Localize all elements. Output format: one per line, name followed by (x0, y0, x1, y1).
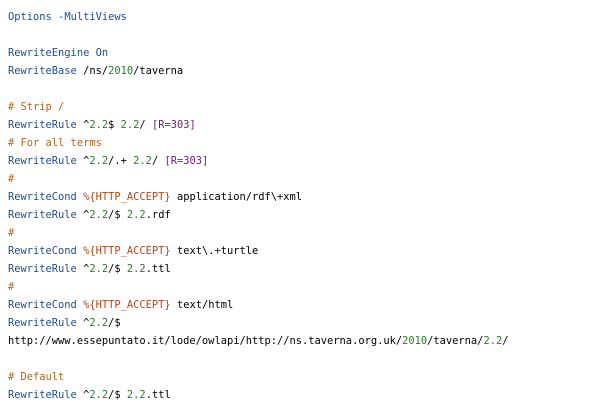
code-line: RewriteRule ^2.2/$ 2.2.ttl (8, 260, 509, 278)
code-line: RewriteEngine On (8, 44, 509, 62)
number-token: 2.2 (126, 209, 146, 221)
number-token: 2.2 (89, 209, 109, 221)
text-token: ^ (76, 389, 90, 401)
text-token: application/rdf\+xml (170, 191, 303, 203)
text-token: text\.+turtle (170, 245, 259, 257)
directive-token: RewriteRule (8, 209, 77, 221)
blank-line (8, 350, 509, 368)
code-line: RewriteCond %{HTTP_ACCEPT} application/r… (8, 188, 509, 206)
code-line: RewriteRule ^2.2/$ (8, 314, 509, 332)
text-token: /$ (108, 317, 121, 329)
directive-token: RewriteEngine (8, 47, 90, 59)
number-token: 2.2 (89, 155, 109, 167)
directive-token: RewriteRule (8, 263, 77, 275)
code-line: http://www.essepuntato.it/lode/owlapi/ht… (8, 332, 509, 350)
text-token: /.+ (108, 155, 134, 167)
directive-token: RewriteCond (8, 299, 77, 311)
directive-token: RewriteBase (8, 65, 77, 77)
text-token: text/html (170, 299, 234, 311)
text-token: .ttl (145, 263, 171, 275)
number-token: 2.2 (126, 389, 146, 401)
code-line: # (8, 278, 509, 296)
text-token: /taverna/ (427, 335, 484, 347)
text-token: / (139, 119, 152, 131)
text-token: /$ (108, 389, 127, 401)
directive-token: RewriteRule (8, 317, 77, 329)
comment-token: # (8, 173, 15, 185)
comment-token: # (8, 227, 15, 239)
comment-token: # (8, 281, 15, 293)
number-token: 2.2 (126, 263, 146, 275)
directive-token: -MultiViews (58, 11, 127, 23)
blank-line (8, 80, 509, 98)
text-token: /taverna (133, 65, 184, 77)
number-token: 2.2 (483, 335, 503, 347)
code-line: Options -MultiViews (8, 8, 509, 26)
flag-token: [R=303] (151, 119, 196, 131)
text-token: .ttl (145, 389, 171, 401)
number-token: 2.2 (89, 263, 109, 275)
text-token: ^ (76, 119, 90, 131)
text-token: / (502, 335, 509, 347)
variable-token: %{HTTP_ACCEPT} (83, 299, 171, 311)
number-token: 2.2 (89, 389, 109, 401)
code-line: RewriteRule ^2.2/.+ 2.2/ [R=303] (8, 152, 509, 170)
comment-token: # Strip / (8, 101, 65, 113)
text-token: http://www.essepuntato.it/lode/owlapi/ht… (8, 335, 403, 347)
directive-token: On (95, 47, 109, 59)
variable-token: %{HTTP_ACCEPT} (83, 191, 171, 203)
text-token: /ns/ (76, 65, 109, 77)
variable-token: %{HTTP_ACCEPT} (83, 245, 171, 257)
directive-token: Options (8, 11, 52, 23)
flag-token: [R=303] (164, 155, 209, 167)
text-token: ^ (76, 263, 90, 275)
directive-token: RewriteRule (8, 155, 77, 167)
number-token: 2.2 (133, 155, 152, 167)
number-token: 2.2 (89, 119, 109, 131)
directive-token: RewriteRule (8, 119, 77, 131)
number-token: 2010 (108, 65, 134, 77)
text-token: ^ (76, 209, 90, 221)
code-line: # Default (8, 368, 509, 386)
text-token: /$ (108, 263, 127, 275)
blank-line (8, 26, 509, 44)
code-line: # For all terms (8, 134, 509, 152)
code-line: RewriteCond %{HTTP_ACCEPT} text/html (8, 296, 509, 314)
directive-token: RewriteCond (8, 245, 77, 257)
code-line: # (8, 224, 509, 242)
comment-token: # Default (8, 371, 65, 383)
code-line: RewriteCond %{HTTP_ACCEPT} text\.+turtle (8, 242, 509, 260)
code-line: RewriteRule ^2.2/$ 2.2.ttl (8, 386, 509, 404)
text-token: $ (108, 119, 121, 131)
text-token: /$ (108, 209, 127, 221)
text-token: ^ (76, 155, 90, 167)
number-token: 2.2 (89, 317, 109, 329)
text-token: / (151, 155, 165, 167)
code-line: RewriteRule ^2.2/$ 2.2.rdf (8, 206, 509, 224)
text-token: .rdf (145, 209, 171, 221)
code-line: # (8, 170, 509, 188)
directive-token: RewriteCond (8, 191, 77, 203)
number-token: 2010 (402, 335, 428, 347)
directive-token: RewriteRule (8, 389, 77, 401)
code-line: # Strip / (8, 98, 509, 116)
number-token: 2.2 (120, 119, 140, 131)
text-token: ^ (76, 317, 90, 329)
code-line: RewriteRule ^2.2$ 2.2/ [R=303] (8, 116, 509, 134)
comment-token: # For all terms (8, 137, 102, 149)
code-line: RewriteBase /ns/2010/taverna (8, 62, 509, 80)
